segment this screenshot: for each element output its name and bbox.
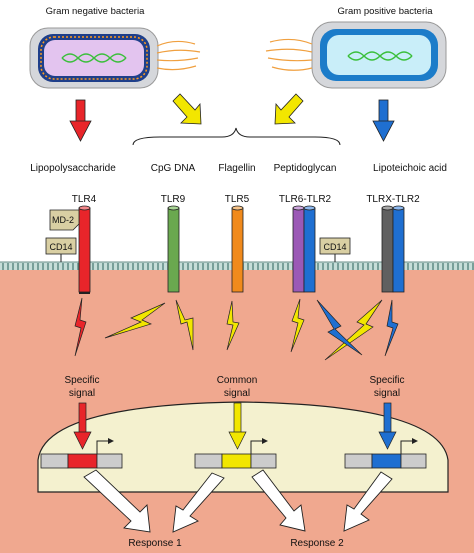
tlrx-tlr2-label: TLRX-TLR2 — [366, 194, 420, 205]
gram-negative-label: Gram negative bacteria — [46, 6, 145, 17]
md2-label: MD-2 — [52, 215, 74, 225]
lps-arrow — [69, 99, 92, 142]
tlr6-receptor — [292, 205, 305, 293]
common-bolt-1 — [104, 302, 166, 339]
md2-box: MD-2 — [49, 209, 80, 231]
cd14-left-label: CD14 — [49, 242, 72, 252]
specific-signal-left-line2: signal — [69, 388, 95, 399]
nuclear-arrow-right — [378, 402, 397, 450]
gram-positive-label: Gram positive bacteria — [337, 6, 433, 17]
gram-negative-bacterium — [29, 27, 201, 89]
response-arrow-2 — [172, 472, 225, 533]
tlrx-receptor — [381, 205, 394, 293]
tlr5-receptor — [231, 205, 244, 293]
response-arrow-1 — [83, 469, 151, 533]
lps-label: Lipopolysaccharide — [30, 163, 116, 174]
cd14-right-label: CD14 — [323, 242, 346, 252]
gene-center — [194, 438, 277, 469]
specific-signal-right-line1: Specific — [369, 375, 404, 386]
common-bolt-5 — [324, 299, 383, 361]
response-arrow-3 — [251, 469, 306, 532]
lta-arrow — [372, 99, 395, 142]
cpg-label: CpG DNA — [151, 163, 196, 174]
common-bolt-2 — [175, 299, 194, 351]
common-bolt-3 — [226, 300, 240, 351]
response-2-label: Response 2 — [290, 538, 344, 549]
tlr5-label: TLR5 — [225, 194, 250, 205]
response-arrow-4 — [343, 471, 393, 532]
cpg-flagellin-arrow — [172, 93, 202, 125]
tlr9-label: TLR9 — [161, 194, 186, 205]
peptidoglycan-label: Peptidoglycan — [274, 163, 337, 174]
flagellin-label: Flagellin — [218, 163, 255, 174]
specific-bolt-right-1 — [316, 299, 363, 356]
gene-right — [344, 438, 427, 469]
lta-label: Lipoteichoic acid — [373, 163, 447, 174]
tlr4-label: TLR4 — [72, 194, 97, 205]
gram-positive-bacterium — [265, 21, 447, 89]
ligand-brace — [132, 127, 341, 146]
nucleus — [37, 401, 449, 493]
specific-bolt-right-2 — [384, 299, 399, 357]
nuclear-arrow-left — [73, 402, 92, 450]
specific-signal-left-line1: Specific — [64, 375, 99, 386]
common-signal-line2: signal — [224, 388, 250, 399]
response-1-label: Response 1 — [128, 538, 182, 549]
tlr9-receptor — [167, 205, 180, 293]
tlr4-receptor — [78, 205, 91, 294]
tlr2-receptor-right — [392, 205, 405, 293]
gene-left — [40, 438, 123, 469]
specific-signal-right-line2: signal — [374, 388, 400, 399]
cd14-left-box: CD14 — [45, 237, 77, 262]
common-signal-line1: Common — [217, 375, 258, 386]
nuclear-arrow-center — [228, 402, 247, 450]
peptidoglycan-arrow — [274, 93, 304, 125]
tlr2-receptor-left — [303, 205, 316, 293]
tlr6-tlr2-label: TLR6-TLR2 — [279, 194, 332, 205]
specific-bolt-left — [74, 297, 87, 357]
common-bolt-4 — [290, 298, 305, 353]
cd14-right-box: CD14 — [319, 237, 351, 262]
